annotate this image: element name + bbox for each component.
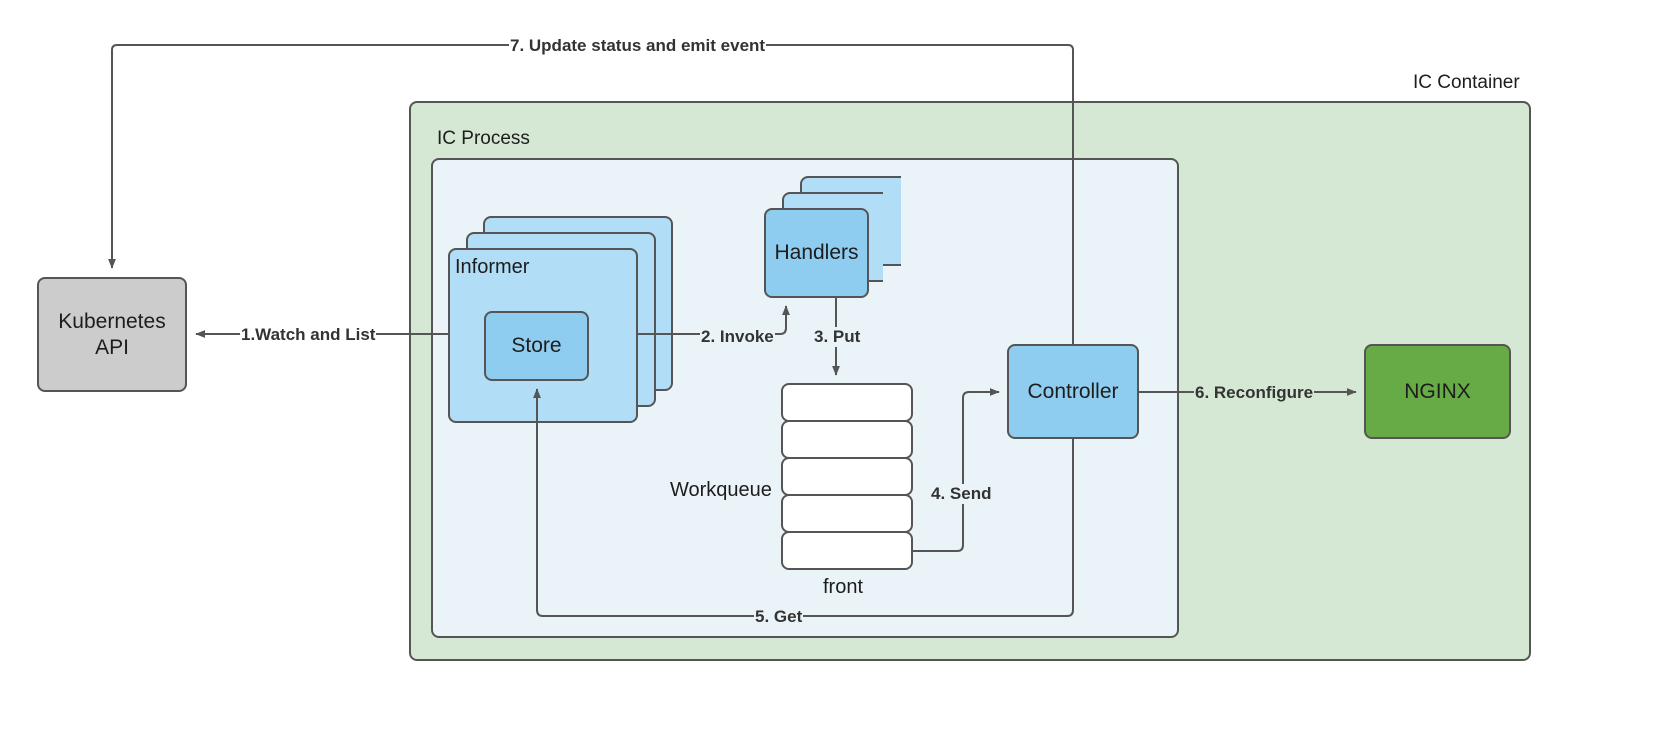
workqueue-cell-5[interactable] <box>781 531 913 570</box>
nginx-node[interactable]: NGINX <box>1364 344 1511 439</box>
edge-step2-path <box>638 305 790 335</box>
informer-label: Informer <box>455 256 530 278</box>
edge-step5-path <box>533 388 1074 617</box>
workqueue-label: Workqueue <box>670 479 772 501</box>
edge-step7-path <box>108 44 1074 345</box>
edge-label-step4: 4. Send <box>930 484 993 504</box>
edge-label-step5: 5. Get <box>754 607 804 627</box>
controller-node[interactable]: Controller <box>1007 344 1139 439</box>
ic-process-label: IC Process <box>437 128 530 149</box>
edge-label-step1: 1.Watch and List <box>240 325 377 345</box>
edge-label-step3: 3. Put <box>813 327 862 347</box>
edge-label-step2: 2. Invoke <box>700 327 775 347</box>
workqueue-cell-2 <box>781 420 913 459</box>
edge-step4-path <box>913 388 1000 552</box>
edge-label-step6: 6. Reconfigure <box>1194 383 1315 403</box>
handlers-node[interactable]: Handlers <box>764 208 869 298</box>
kubernetes-api-node[interactable]: Kubernetes API <box>37 277 187 392</box>
store-node[interactable]: Store <box>484 311 589 381</box>
workqueue-front-label: front <box>823 576 864 598</box>
edge-label-step7: 7. Update status and emit event <box>509 36 767 56</box>
workqueue-cell-1 <box>781 383 913 422</box>
ic-container-label: IC Container <box>1413 72 1520 93</box>
